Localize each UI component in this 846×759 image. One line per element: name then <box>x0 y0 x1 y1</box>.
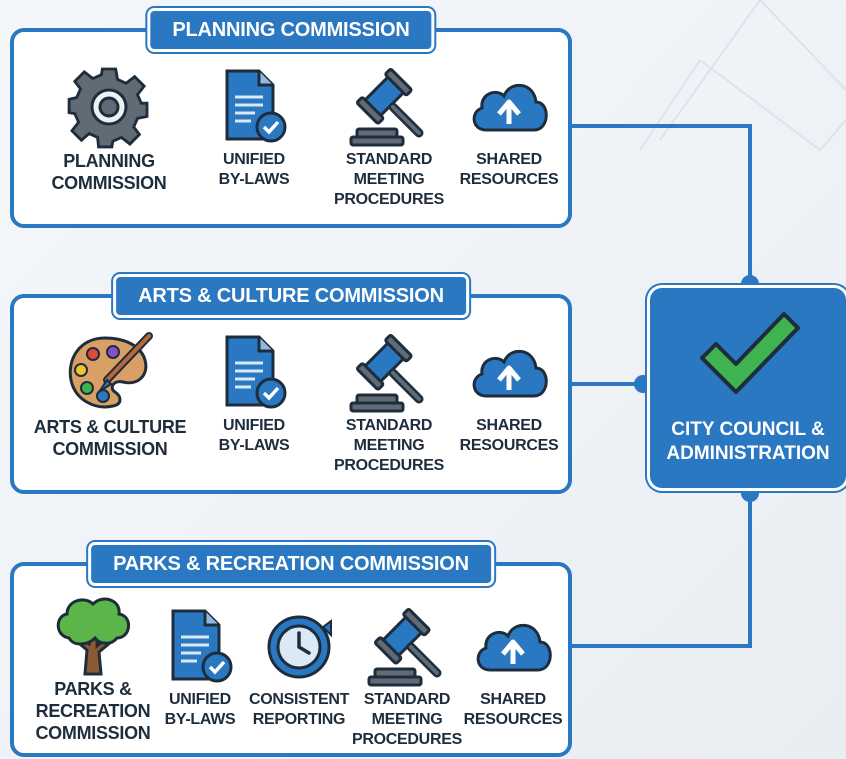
cloud-upload-icon <box>470 606 556 688</box>
parks-recreation-commission-panel: PARKS & RECREATION COMMISSION PARKS & RE… <box>10 542 572 757</box>
planning-commission-panel: PLANNING COMMISSION PLANNING COMMISSION <box>10 8 572 228</box>
clock-refresh-icon <box>261 606 337 688</box>
shared-resources-item: SHARED RESOURCES <box>460 606 566 730</box>
unified-bylaws-item: UNIFIED BY-LAWS <box>199 332 309 456</box>
item-label: SHARED RESOURCES <box>459 417 559 454</box>
standard-meeting-procedures-item: STANDARD MEETING PROCEDURES <box>344 606 470 750</box>
document-check-icon <box>219 66 289 148</box>
panel-title: PARKS & RECREATION COMMISSION <box>88 542 494 586</box>
item-label: STANDARD MEETING PROCEDURES <box>352 691 462 748</box>
standard-meeting-procedures-item: STANDARD MEETING PROCEDURES <box>324 66 454 210</box>
item-label: PARKS & RECREATION COMMISSION <box>35 679 151 743</box>
city-council-box: CITY COUNCIL & ADMINISTRATION <box>650 288 846 488</box>
panel-title: ARTS & CULTURE COMMISSION <box>113 274 469 318</box>
item-label: STANDARD MEETING PROCEDURES <box>334 151 444 208</box>
item-label: UNIFIED BY-LAWS <box>218 417 290 454</box>
cloud-upload-icon <box>466 66 552 148</box>
shared-resources-item: SHARED RESOURCES <box>454 66 564 190</box>
consistent-reporting-item: CONSISTENT REPORTING <box>244 606 354 730</box>
shared-resources-item: SHARED RESOURCES <box>454 332 564 456</box>
item-label: PLANNING COMMISSION <box>51 151 167 193</box>
item-label: UNIFIED BY-LAWS <box>164 691 236 728</box>
planning-commission-item: PLANNING COMMISSION <box>34 66 184 194</box>
item-label: SHARED RESOURCES <box>463 691 563 728</box>
gavel-icon <box>349 66 429 148</box>
document-check-icon <box>219 332 289 414</box>
parks-recreation-commission-item: PARKS & RECREATION COMMISSION <box>20 594 166 744</box>
standard-meeting-procedures-item: STANDARD MEETING PROCEDURES <box>324 332 454 476</box>
unified-bylaws-item: UNIFIED BY-LAWS <box>199 66 309 190</box>
panel-title: PLANNING COMMISSION <box>147 8 435 52</box>
arts-culture-commission-panel: ARTS & CULTURE COMMISSION ARTS & CULTURE… <box>10 274 572 494</box>
tree-icon <box>53 594 133 676</box>
gavel-icon <box>367 606 447 688</box>
gavel-icon <box>349 332 429 414</box>
item-label: UNIFIED BY-LAWS <box>218 151 290 188</box>
item-label: CONSISTENT REPORTING <box>248 691 350 728</box>
city-council-label: CITY COUNCIL & ADMINISTRATION <box>666 419 830 464</box>
document-check-icon <box>165 606 235 688</box>
cloud-upload-icon <box>466 332 552 414</box>
item-label: STANDARD MEETING PROCEDURES <box>334 417 444 474</box>
gear-icon <box>66 66 152 149</box>
palette-icon <box>65 332 155 414</box>
item-label: ARTS & CULTURE COMMISSION <box>33 417 187 459</box>
arts-culture-commission-item: ARTS & CULTURE COMMISSION <box>22 332 198 460</box>
unified-bylaws-item: UNIFIED BY-LAWS <box>157 606 243 730</box>
checkmark-icon <box>700 312 800 394</box>
item-label: SHARED RESOURCES <box>459 151 559 188</box>
